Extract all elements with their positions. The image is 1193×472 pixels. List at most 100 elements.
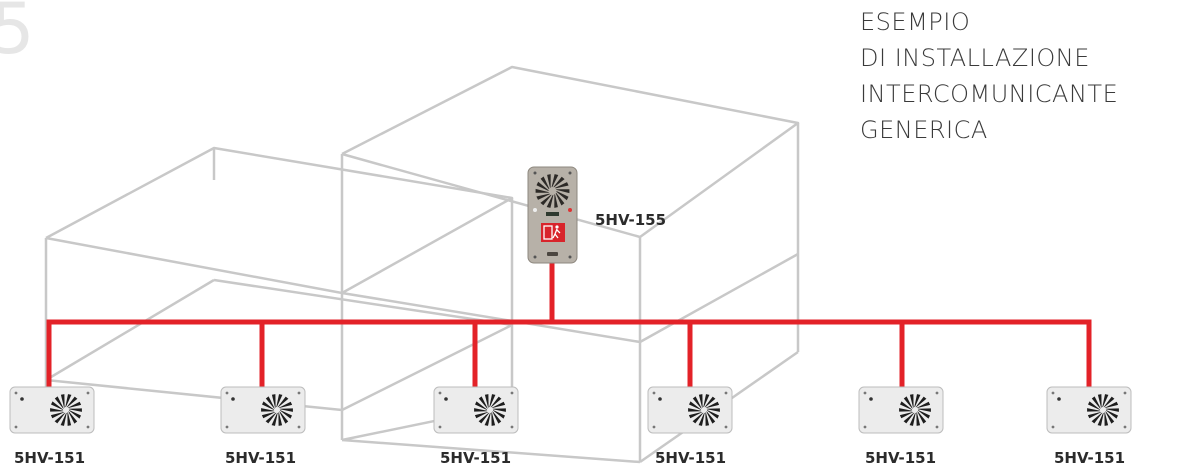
slave-units	[9, 386, 1132, 434]
building-edge	[341, 323, 513, 412]
grille-slot	[60, 394, 65, 408]
slave-unit-label: 5HV-151	[655, 449, 727, 467]
screw	[1051, 425, 1055, 429]
grille-slot	[278, 412, 283, 426]
speaker-grille-icon	[474, 394, 506, 426]
grille-slot	[899, 412, 914, 419]
building-edge	[45, 146, 514, 295]
building-edge	[639, 252, 799, 344]
grille-slot	[475, 401, 487, 410]
grille-slot	[899, 408, 913, 412]
grille-slot	[915, 396, 927, 408]
grille-slot	[698, 394, 703, 408]
grille-slot	[54, 412, 66, 424]
grille-slot	[555, 192, 565, 206]
screw	[86, 391, 90, 395]
grille-slot	[474, 408, 488, 412]
grille-slot	[536, 181, 549, 191]
screw	[1123, 425, 1127, 429]
status-led	[231, 397, 235, 401]
building-edge	[45, 278, 215, 382]
screw	[510, 425, 514, 429]
grille-slot	[69, 410, 81, 419]
grille-slot	[1106, 410, 1118, 419]
speaker-grille-icon	[688, 394, 720, 426]
grille-slot	[698, 412, 705, 426]
grille-slot	[916, 401, 931, 408]
screw	[14, 425, 18, 429]
slave-unit-label: 5HV-151	[14, 449, 86, 467]
title-line-1: ESEMPIO	[860, 8, 971, 36]
grille-slot	[491, 412, 496, 426]
grille-slot	[1105, 411, 1115, 424]
master-unit-label: 5HV-155	[595, 211, 667, 229]
grille-slot	[492, 408, 506, 412]
grille-slot	[692, 396, 702, 409]
slave-unit-label: 5HV-151	[440, 449, 512, 467]
grille-slot	[1097, 394, 1102, 408]
grille-slot	[688, 408, 702, 412]
grille-slot	[1091, 396, 1101, 409]
grille-slot	[1087, 412, 1102, 419]
status-led	[20, 397, 24, 401]
grille-slot	[490, 396, 502, 408]
grille-slot	[279, 411, 289, 424]
grille-slot	[493, 410, 505, 419]
grille-slot	[491, 401, 506, 408]
slave-unit-5hv-151	[9, 386, 95, 434]
grille-slot	[276, 394, 283, 408]
screw	[724, 391, 728, 395]
grille-slot	[903, 412, 915, 424]
section-number: 5	[0, 0, 35, 70]
slave-unit-5hv-151	[433, 386, 519, 434]
grille-slot	[917, 408, 931, 412]
title-line-2: DI INSTALLAZIONE	[860, 44, 1090, 72]
grille-slot	[261, 408, 275, 412]
slave-unit-label: 5HV-151	[865, 449, 937, 467]
title-line-3: INTERCOMUNICANTE	[860, 80, 1119, 108]
screw	[1123, 391, 1127, 395]
screw	[297, 425, 301, 429]
grille-slot	[60, 412, 67, 426]
grille-slot	[265, 412, 277, 424]
slave-unit-5hv-151	[647, 386, 733, 434]
screw	[14, 391, 18, 395]
screw	[652, 425, 656, 429]
grille-slot	[1088, 401, 1100, 410]
grille-slot	[916, 412, 921, 426]
building-edge	[341, 291, 641, 344]
grille-slot	[692, 412, 704, 424]
screw	[863, 425, 867, 429]
grille-slot	[261, 412, 276, 419]
grille-slot	[68, 408, 82, 412]
grille-slot	[279, 408, 293, 412]
status-led	[658, 397, 662, 401]
grille-slot	[688, 412, 703, 419]
slave-unit-5hv-151	[220, 386, 306, 434]
screw	[225, 391, 229, 395]
grille-slot	[67, 412, 72, 426]
grille-slot	[478, 396, 488, 409]
grille-slot	[1103, 396, 1115, 408]
grille-slot	[704, 396, 716, 408]
emergency-exit-sign-icon	[541, 223, 565, 242]
grille-slot	[262, 401, 274, 410]
speaker-grille-icon	[535, 174, 570, 208]
grille-slot	[271, 412, 278, 426]
grille-slot	[703, 394, 710, 408]
grille-slot	[706, 408, 720, 412]
grille-slot	[265, 396, 275, 409]
grille-slot	[546, 194, 554, 208]
grille-slot	[909, 412, 916, 426]
grille-slot	[65, 394, 72, 408]
screw	[1051, 391, 1055, 395]
grille-slot	[1091, 412, 1103, 424]
slave-unit-5hv-151	[858, 386, 944, 434]
grille-slot	[489, 394, 496, 408]
screw	[935, 425, 939, 429]
grille-slot	[1104, 401, 1119, 408]
grille-slot	[540, 194, 552, 206]
grille-slot	[1105, 408, 1119, 412]
slave-unit-label: 5HV-151	[225, 449, 297, 467]
